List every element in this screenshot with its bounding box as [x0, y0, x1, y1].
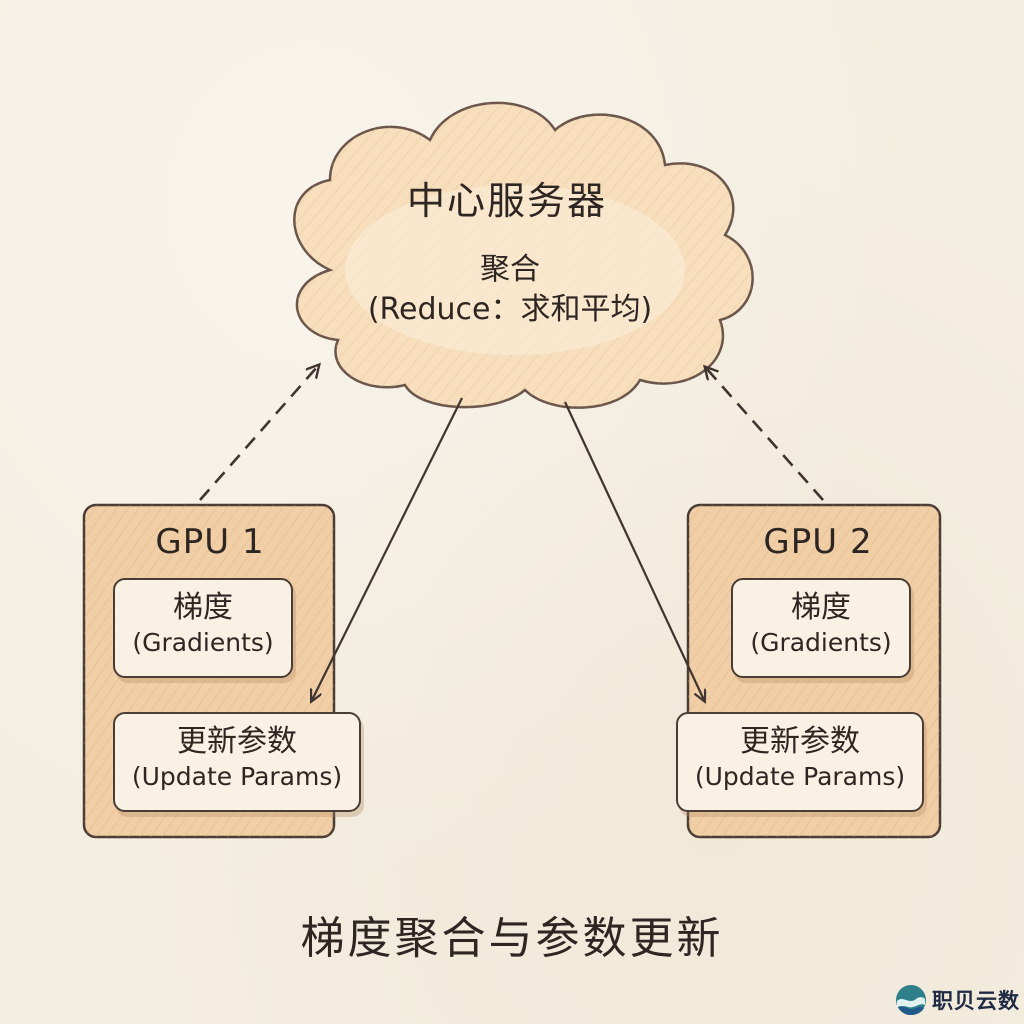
server-to-gpu1-update-arrow	[312, 397, 463, 700]
brand-name: 职贝云数	[932, 989, 1020, 1013]
gpu2-update-cn: 更新参数	[740, 724, 860, 759]
gpu1-update-en: (Update Params)	[131, 762, 343, 791]
gpu1-update-params-box: 更新参数 (Update Params)	[113, 712, 361, 812]
server-to-gpu2-update-arrow	[564, 401, 704, 700]
gpu2-update-params-box: 更新参数 (Update Params)	[676, 712, 924, 812]
gpu1-title: GPU 1	[155, 522, 265, 562]
gpu1-gradients-box: 梯度 (Gradients)	[113, 578, 293, 678]
gpu2-to-server-dashed-arrow	[706, 368, 824, 501]
central-server-cloud	[293, 101, 754, 409]
gpu1-gradients-en: (Gradients)	[132, 628, 274, 657]
gpu1-update-cn: 更新参数	[177, 724, 297, 759]
gpu2-title: GPU 2	[763, 522, 873, 562]
central-server-title: 中心服务器	[406, 179, 607, 223]
gpu1-to-server-dashed-arrow	[199, 366, 318, 501]
wave-globe-logo-icon	[896, 985, 926, 1015]
gpu2-gradients-cn: 梯度	[791, 590, 851, 625]
gpu1-gradients-cn: 梯度	[173, 590, 233, 625]
diagram-caption: 梯度聚合与参数更新	[300, 913, 724, 964]
gpu2-gradients-box: 梯度 (Gradients)	[731, 578, 911, 678]
gpu2-update-en: (Update Params)	[694, 762, 906, 791]
reduce-label: (Reduce：求和平均)	[367, 292, 653, 327]
brand-watermark: 职贝云数	[894, 980, 1022, 1020]
gpu2-gradients-en: (Gradients)	[750, 628, 892, 657]
aggregate-label: 聚合	[480, 252, 540, 287]
central-server-subtitle: 聚合 (Reduce：求和平均)	[340, 250, 680, 330]
